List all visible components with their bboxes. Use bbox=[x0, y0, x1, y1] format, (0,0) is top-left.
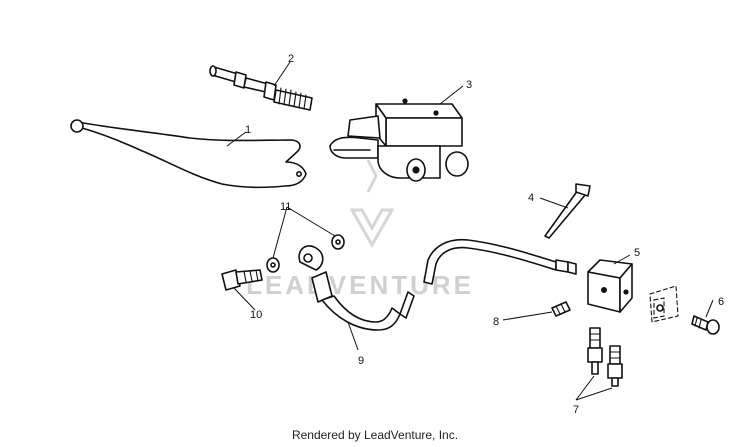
callout-1: 1 bbox=[245, 124, 251, 136]
callout-7: 7 bbox=[573, 404, 579, 416]
brake-hose[interactable] bbox=[298, 245, 415, 331]
brake-junction-block[interactable] bbox=[587, 259, 633, 313]
push-rod[interactable] bbox=[209, 65, 313, 111]
callout-8: 8 bbox=[493, 316, 499, 328]
banjo-bolt[interactable] bbox=[221, 269, 263, 291]
sealing-washer-upper[interactable] bbox=[331, 234, 345, 250]
brake-line-fitting-right[interactable] bbox=[607, 345, 623, 387]
brake-line-upper bbox=[423, 238, 577, 285]
cable-tie[interactable] bbox=[544, 183, 591, 239]
mounting-bolt[interactable] bbox=[691, 315, 720, 335]
bleeder-screw[interactable] bbox=[551, 301, 571, 317]
callout-4: 4 bbox=[528, 192, 534, 204]
sealing-washer-lower[interactable] bbox=[266, 257, 280, 273]
mounting-bracket bbox=[649, 285, 679, 323]
footer-credit: Rendered by LeadVenture, Inc. bbox=[291, 428, 459, 442]
callout-9: 9 bbox=[358, 355, 364, 367]
brake-lever[interactable] bbox=[70, 119, 307, 189]
callout-5: 5 bbox=[634, 247, 640, 259]
leader-lines bbox=[226, 61, 714, 401]
callout-11: 11 bbox=[280, 201, 291, 213]
callout-10: 10 bbox=[250, 309, 262, 321]
callout-3: 3 bbox=[466, 79, 472, 91]
watermark-text: LEADVENTURE bbox=[246, 270, 474, 300]
brake-line-fitting-left[interactable] bbox=[587, 327, 603, 375]
watermark-logo bbox=[349, 159, 395, 249]
callout-2: 2 bbox=[288, 53, 294, 65]
callout-6: 6 bbox=[718, 296, 724, 308]
master-cylinder[interactable] bbox=[329, 98, 469, 182]
